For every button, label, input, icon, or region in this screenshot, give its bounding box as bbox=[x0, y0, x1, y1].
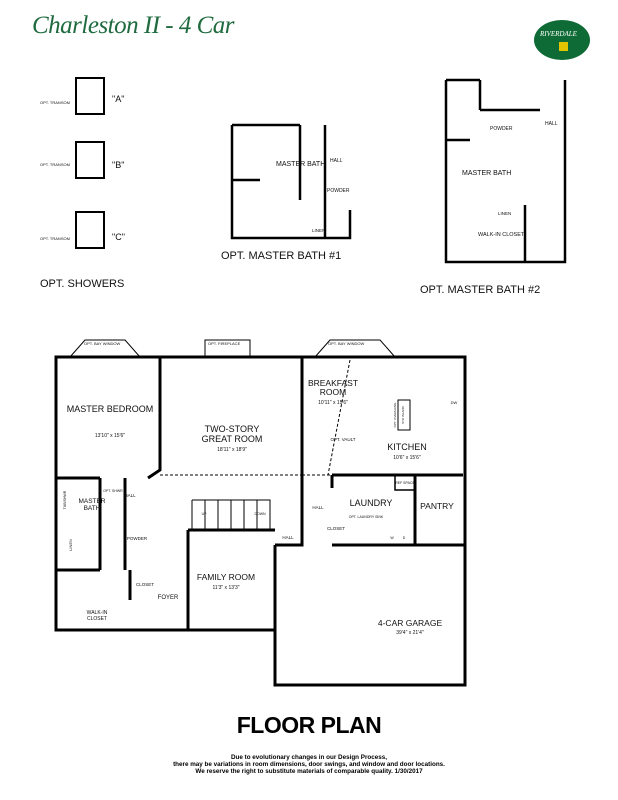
opt-shower-label: OPT. SHWR bbox=[103, 489, 123, 493]
closet-label: CLOSET bbox=[136, 582, 154, 587]
transom-label: OPT. TRANSOM bbox=[40, 236, 70, 241]
master-bedroom-label: MASTER BEDROOM bbox=[67, 404, 154, 414]
hall-label: HALL bbox=[124, 493, 136, 498]
hall-label: HALL bbox=[545, 121, 558, 127]
ref-space-label: REF SPACE bbox=[395, 481, 415, 485]
family-room-label: FAMILY ROOM bbox=[197, 572, 255, 582]
washer-label: W bbox=[390, 536, 394, 540]
opt-master-bath-1: MASTER BATH HALL POWDER LINEN bbox=[230, 123, 352, 240]
hall-label: HALL bbox=[330, 158, 343, 164]
kitchen-label: KITCHEN bbox=[387, 442, 427, 452]
opt-master-bath-2-label: OPT. MASTER BATH #2 bbox=[420, 284, 540, 296]
walk-in-closet-label: WALK-IN CLOSET bbox=[478, 232, 525, 238]
opt-fireplace-label: OPT. FIREPLACE bbox=[208, 341, 241, 346]
pantry-label: PANTRY bbox=[420, 501, 454, 511]
opt-laundry-sink-label: OPT. LAUNDRY SINK bbox=[349, 515, 384, 519]
garage-dims: 39'4" x 21'4" bbox=[396, 630, 424, 636]
closet-label: CLOSET bbox=[327, 526, 345, 531]
opt-vault-label: OPT. VAULT bbox=[330, 437, 355, 442]
powder-label: POWDER bbox=[490, 126, 513, 132]
opt-bay-window-label: OPT. BAY WINDOW bbox=[84, 341, 121, 346]
disclaimer-line: there may be variations in room dimensio… bbox=[173, 761, 445, 768]
logo-emblem bbox=[559, 42, 568, 51]
foyer-label: FOYER bbox=[158, 595, 179, 601]
opt-showers-label: OPT. SHOWERS bbox=[40, 278, 124, 290]
linen-label: LINEN bbox=[498, 211, 511, 216]
master-bath-label: MASTER bbox=[78, 498, 105, 505]
dishwasher-label: DW bbox=[451, 400, 458, 405]
shower-a-label: "A" bbox=[112, 94, 124, 104]
breakfast-room-dims: 10'11" x 15'6" bbox=[318, 400, 348, 406]
transom-label: OPT. TRANSOM bbox=[40, 162, 70, 167]
opt-shower-b: OPT. TRANSOM "B" bbox=[40, 141, 124, 179]
disclaimer: Due to evolutionary changes in our Desig… bbox=[0, 754, 618, 775]
opt-shower-c: OPT. TRANSOM "C" bbox=[40, 211, 125, 249]
opt-overhang-label: OPT. OVERHANG bbox=[393, 402, 397, 427]
linen-label: LINEN bbox=[312, 228, 325, 233]
great-room-label: TWO-STORY bbox=[205, 424, 260, 434]
walk-in-closet-label: WALK-IN bbox=[87, 610, 108, 616]
logo-text: RIVERDALE bbox=[540, 30, 577, 38]
walk-in-closet-label: CLOSET bbox=[87, 616, 107, 622]
garage-label: 4-CAR GARAGE bbox=[378, 618, 443, 628]
linen-label: LINEN bbox=[68, 539, 73, 551]
breakfast-room-label: ROOM bbox=[320, 387, 346, 397]
shower-b-label: "B" bbox=[112, 160, 124, 170]
transom-label: OPT. TRANSOM bbox=[40, 100, 70, 105]
stairs-down-label: DOWN bbox=[254, 512, 266, 516]
std-island-label: STD ISLAND bbox=[401, 405, 405, 424]
hall-label: HALL bbox=[312, 505, 324, 510]
hall-label: HALL bbox=[282, 535, 294, 540]
opt-shower-a: OPT. TRANSOM "A" bbox=[40, 77, 124, 115]
riverdale-logo: RIVERDALE bbox=[534, 20, 590, 60]
opt-master-bath-2: MASTER BATH POWDER HALL LINEN WALK-IN CL… bbox=[444, 78, 567, 264]
stairs-up-label: UP bbox=[202, 512, 208, 516]
master-bath-label: MASTER BATH bbox=[276, 161, 325, 168]
opt-bay-window-label: OPT. BAY WINDOW bbox=[328, 341, 365, 346]
tub-shower-label: TUB/SHWR bbox=[63, 490, 67, 509]
kitchen-dims: 10'6" x 15'6" bbox=[393, 455, 421, 461]
powder-label: POWDER bbox=[327, 188, 350, 194]
disclaimer-line: We reserve the right to substitute mater… bbox=[195, 768, 423, 775]
great-room-label: GREAT ROOM bbox=[202, 434, 263, 444]
opt-master-bath-1-label: OPT. MASTER BATH #1 bbox=[221, 250, 341, 262]
floor-plan-heading: FLOOR PLAN bbox=[236, 712, 382, 738]
great-room-dims: 18'11" x 18'9" bbox=[217, 447, 247, 453]
dryer-label: D bbox=[403, 536, 406, 540]
breakfast-room-label: BREAKFAST bbox=[308, 378, 358, 388]
shower-c-label: "C" bbox=[112, 232, 125, 242]
master-bedroom-dims: 13'10" x 15'6" bbox=[95, 433, 125, 439]
laundry-label: LAUNDRY bbox=[350, 498, 393, 508]
main-floor-plan bbox=[54, 339, 467, 687]
powder-label: POWDER bbox=[127, 536, 148, 541]
family-room-dims: 11'3" x 13'3" bbox=[212, 585, 239, 591]
master-bath-label: BATH bbox=[84, 505, 101, 512]
plan-title: Charleston II - 4 Car bbox=[32, 12, 235, 39]
master-bath-label: MASTER BATH bbox=[462, 170, 511, 177]
disclaimer-line: Due to evolutionary changes in our Desig… bbox=[230, 754, 388, 761]
